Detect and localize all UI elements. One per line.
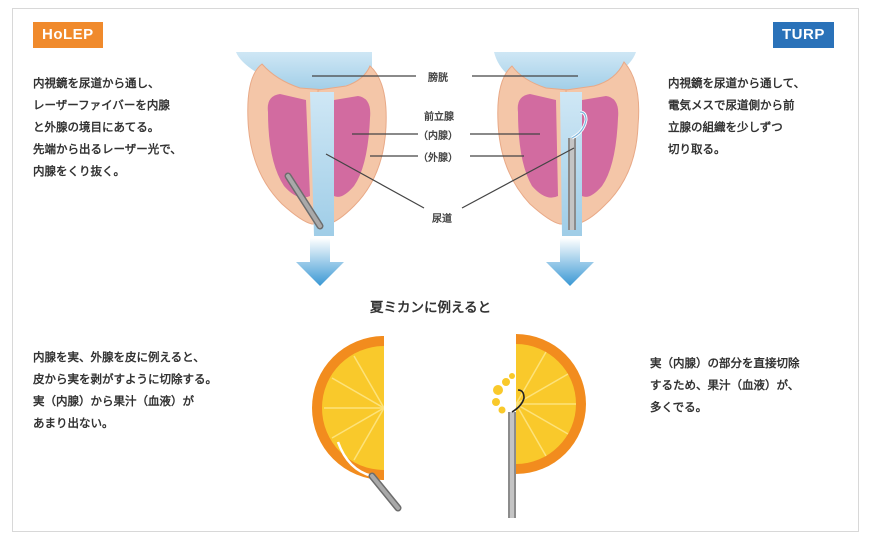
- juice-splash: [492, 373, 515, 414]
- holep-description-line: 内腺をくり抜く。: [33, 160, 182, 182]
- turp-prostate-illustration: [494, 52, 639, 236]
- turp-description-line: 電気メスで尿道側から前: [668, 94, 805, 116]
- label-inner-gland: （内腺）: [418, 127, 458, 142]
- holep-analogy-line: 皮から実を剥がすように切除する。: [33, 368, 217, 390]
- holep-prostate-illustration: [236, 52, 386, 236]
- holep-down-arrow: [296, 238, 344, 286]
- turp-analogy-line: 実（内腺）の部分を直接切除: [650, 352, 800, 374]
- turp-description-line: 切り取る。: [668, 138, 805, 160]
- holep-description-line: 内視鏡を尿道から通し、: [33, 72, 182, 94]
- holep-orange-half: [312, 336, 456, 480]
- comparison-title: 夏ミカンに例えると: [370, 296, 491, 316]
- holep-analogy-line: 内腺を実、外腺を皮に例えると、: [33, 346, 217, 368]
- turp-analogy-line: するため、果汁（血液）が、: [650, 374, 800, 396]
- turp-description: 内視鏡を尿道から通して、 電気メスで尿道側から前 立腺の組織を少しずつ 切り取る…: [668, 72, 805, 160]
- turp-analogy-line: 多くでる。: [650, 396, 800, 418]
- label-prostate: 前立腺: [424, 108, 454, 123]
- turp-description-line: 立腺の組織を少しずつ: [668, 116, 805, 138]
- holep-description: 内視鏡を尿道から通し、 レーザーファイバーを内腺 と外腺の境目にあてる。 先端か…: [33, 72, 182, 182]
- holep-analogy: 内腺を実、外腺を皮に例えると、 皮から実を剥がすように切除する。 実（内腺）から…: [33, 346, 217, 434]
- holep-badge: HoLEP: [33, 22, 103, 48]
- label-urethra: 尿道: [432, 210, 452, 225]
- holep-analogy-line: あまり出ない。: [33, 412, 217, 434]
- turp-description-line: 内視鏡を尿道から通して、: [668, 72, 805, 94]
- holep-description-line: 先端から出るレーザー光で、: [33, 138, 182, 160]
- turp-analogy: 実（内腺）の部分を直接切除 するため、果汁（血液）が、 多くでる。: [650, 352, 800, 418]
- turp-down-arrow: [546, 238, 594, 286]
- turp-badge: TURP: [773, 22, 834, 48]
- holep-description-line: レーザーファイバーを内腺: [33, 94, 182, 116]
- holep-description-line: と外腺の境目にあてる。: [33, 116, 182, 138]
- label-bladder: 膀胱: [428, 69, 448, 84]
- holep-analogy-line: 実（内腺）から果汁（血液）が: [33, 390, 217, 412]
- label-outer-gland: （外腺）: [418, 149, 458, 164]
